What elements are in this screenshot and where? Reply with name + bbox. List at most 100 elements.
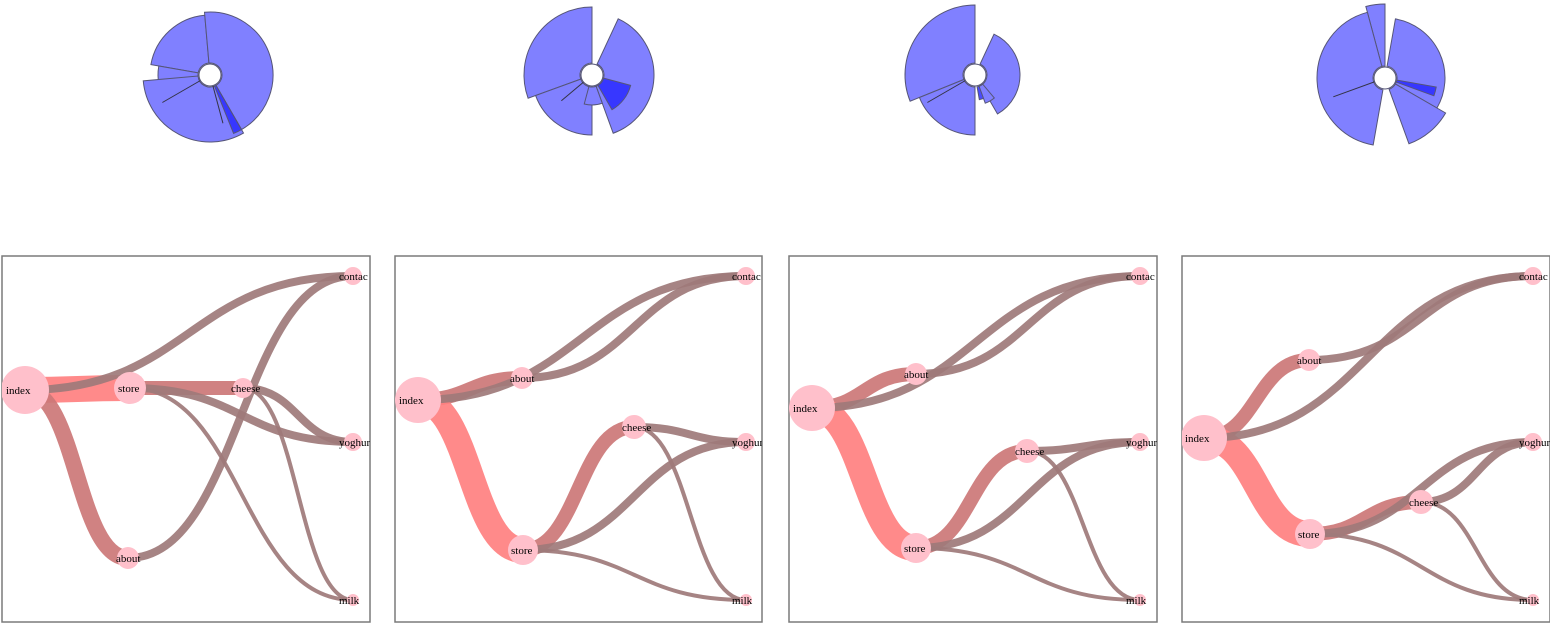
- node-yoghurt[interactable]: [1524, 433, 1542, 451]
- radial-wedge: [904, 4, 976, 102]
- node-index[interactable]: [1, 366, 49, 414]
- node-label-cheese: cheese: [231, 383, 260, 395]
- radial-wedge: [534, 78, 593, 136]
- radial-wedge: [595, 18, 655, 134]
- flow-link-store-milk: [129, 386, 354, 602]
- node-label-about: about: [904, 369, 928, 381]
- node-index[interactable]: [1181, 415, 1227, 461]
- flow-panel-1: index store cheese about contac yoghur milk: [1, 255, 371, 623]
- node-label-yoghurt: yoghur: [1519, 437, 1550, 449]
- radial-wedge: [583, 85, 603, 106]
- flow-link-store-yoghurt: [522, 438, 747, 554]
- flow-link-cheese-yoghurt: [1420, 438, 1534, 506]
- flow-link-store-milk: [522, 548, 747, 602]
- radial-wedge: [1395, 79, 1437, 97]
- node-label-index: index: [6, 385, 31, 397]
- node-label-milk: milk: [1519, 595, 1540, 607]
- flow-link-cheese-milk: [1026, 449, 1141, 602]
- node-label-about: about: [1297, 355, 1321, 367]
- node-store[interactable]: [1295, 519, 1325, 549]
- node-label-yoghurt: yoghur: [339, 437, 371, 449]
- node-contact[interactable]: [1131, 267, 1149, 285]
- radial-wedge: [1388, 83, 1447, 145]
- flow-link-index-contact: [24, 272, 354, 394]
- radial-wedge: [203, 11, 274, 131]
- node-index[interactable]: [789, 385, 835, 431]
- node-cheese[interactable]: [1015, 439, 1039, 463]
- flow-link-about-contact: [521, 272, 747, 382]
- panel-frame: [1181, 255, 1550, 623]
- flow-link-index-contact: [417, 272, 747, 404]
- node-contact[interactable]: [1524, 267, 1542, 285]
- radial-center-hole: [1373, 66, 1397, 90]
- node-label-about: about: [510, 373, 534, 385]
- radial-center-hole: [580, 63, 604, 87]
- node-contact[interactable]: [737, 267, 755, 285]
- node-about[interactable]: [905, 363, 927, 385]
- node-label-index: index: [399, 395, 424, 407]
- radial-wedge: [1316, 11, 1384, 146]
- radial-wedge: [597, 77, 632, 111]
- node-store[interactable]: [114, 372, 146, 404]
- node-milk[interactable]: [740, 594, 752, 606]
- radial-chart-1: [142, 11, 274, 143]
- flow-link-cheese-yoghurt: [1026, 438, 1141, 455]
- node-milk[interactable]: [347, 594, 359, 606]
- node-label-store: store: [118, 383, 140, 395]
- node-about[interactable]: [1298, 349, 1320, 371]
- radial-wedge: [918, 78, 976, 136]
- node-about[interactable]: [511, 367, 533, 389]
- radial-wedge: [213, 84, 243, 135]
- flow-panel-4: index about store cheese contac yoghur milk: [1181, 255, 1550, 623]
- node-label-contact: contac: [339, 271, 368, 283]
- node-label-yoghurt: yoghur: [1126, 437, 1158, 449]
- flow-link-about-contact: [1308, 272, 1534, 364]
- radial-center-hole: [963, 63, 987, 87]
- node-label-milk: milk: [339, 595, 360, 607]
- node-store[interactable]: [901, 533, 931, 563]
- node-cheese[interactable]: [233, 378, 253, 398]
- radial-wedge: [523, 6, 593, 99]
- radial-wedge: [978, 83, 995, 104]
- flow-link-cheese-yoghurt: [633, 423, 747, 446]
- radial-wedge: [150, 14, 210, 74]
- node-label-index: index: [793, 403, 818, 415]
- flow-link-cheese-milk: [242, 386, 354, 602]
- node-yoghurt[interactable]: [1131, 433, 1149, 451]
- node-label-index: index: [1185, 433, 1210, 445]
- node-milk[interactable]: [1134, 594, 1146, 606]
- node-about[interactable]: [117, 547, 139, 569]
- node-cheese[interactable]: [1409, 490, 1433, 514]
- node-contact[interactable]: [344, 267, 362, 285]
- node-label-milk: milk: [732, 595, 753, 607]
- flow-link-index-contact: [811, 272, 1141, 412]
- node-label-contact: contac: [1519, 271, 1548, 283]
- node-label-contact: contac: [1126, 271, 1155, 283]
- node-label-store: store: [1298, 529, 1320, 541]
- flow-link-about-contact: [915, 272, 1141, 378]
- flow-link-store-yoghurt: [1309, 438, 1534, 538]
- node-label-store: store: [511, 545, 533, 557]
- node-yoghurt[interactable]: [344, 433, 362, 451]
- node-store[interactable]: [508, 535, 538, 565]
- node-label-cheese: cheese: [1409, 497, 1438, 509]
- node-label-milk: milk: [1126, 595, 1147, 607]
- node-milk[interactable]: [1527, 594, 1539, 606]
- flow-link-cheese-yoghurt: [242, 384, 354, 446]
- flow-link-store-milk: [1309, 532, 1534, 602]
- node-yoghurt[interactable]: [737, 433, 755, 451]
- node-index[interactable]: [395, 377, 441, 423]
- radial-chart-3: [904, 4, 1021, 136]
- node-cheese[interactable]: [622, 415, 646, 439]
- node-label-store: store: [904, 543, 926, 555]
- node-label-contact: contac: [732, 271, 761, 283]
- flow-link-store-cheese: [522, 420, 635, 557]
- flow-link-cheese-milk: [1420, 500, 1534, 602]
- radial-chart-2: [523, 6, 655, 136]
- node-label-about: about: [116, 553, 140, 565]
- radial-center-hole: [198, 63, 222, 87]
